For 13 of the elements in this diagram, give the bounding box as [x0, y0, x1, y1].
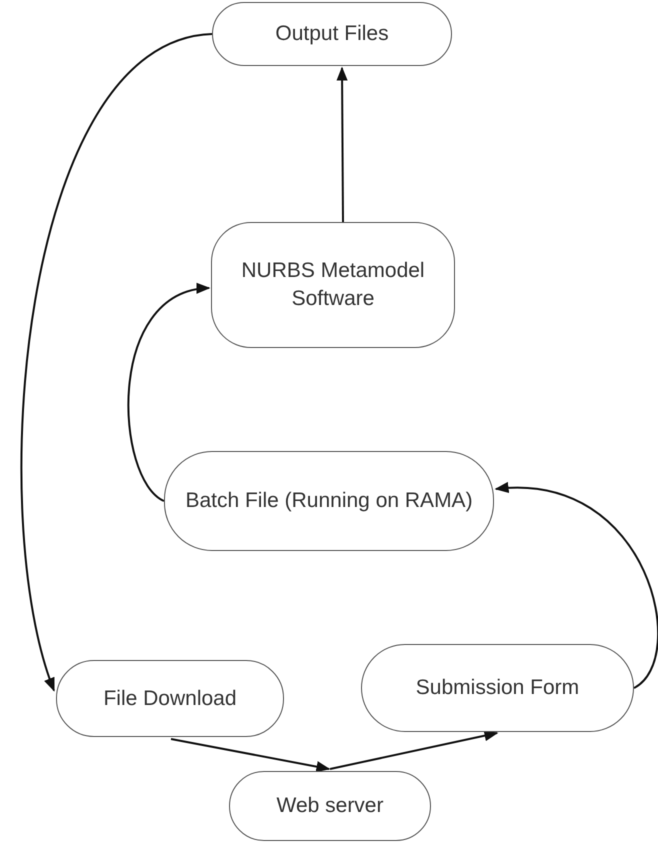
- arrow: [336, 66, 348, 222]
- arrow: [128, 284, 210, 502]
- node-label: Web server: [276, 793, 384, 819]
- arrow: [494, 483, 658, 689]
- node-label: Submission Form: [416, 675, 580, 701]
- node-label: Output Files: [275, 21, 389, 47]
- arrow: [330, 730, 498, 770]
- rounded-node: [211, 222, 455, 348]
- node-label: File Download: [103, 686, 237, 712]
- node-label: Batch File (Running on RAMA): [185, 488, 473, 514]
- arrow: [20, 33, 212, 692]
- arrow: [170, 738, 330, 772]
- node-label: NURBS Metamodel Software: [240, 258, 426, 312]
